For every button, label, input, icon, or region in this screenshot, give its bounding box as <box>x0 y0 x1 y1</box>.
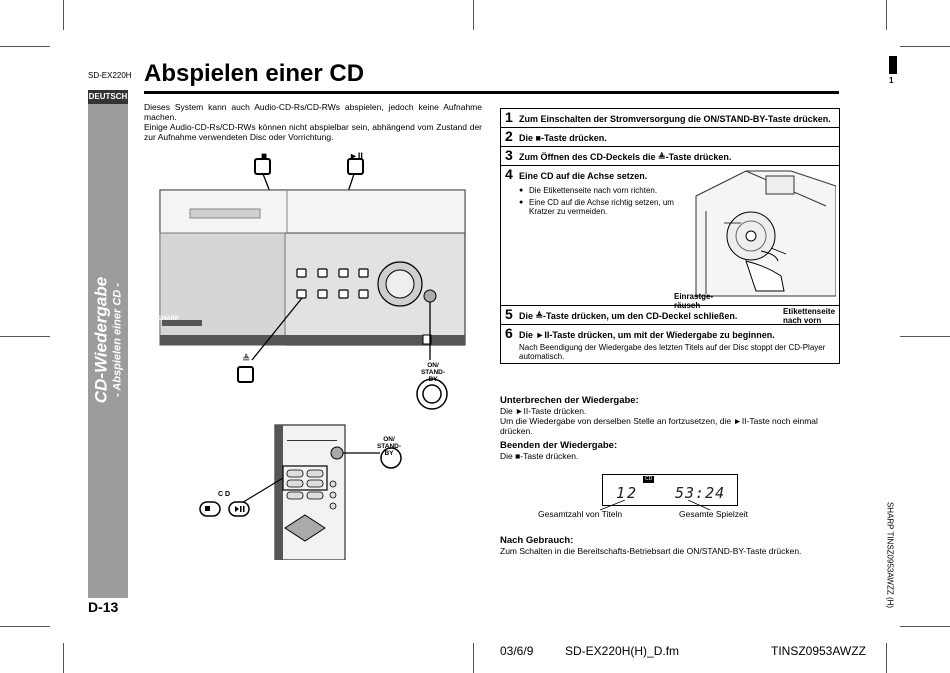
intro-text: Dieses System kann auch Audio-CD-Rs/CD-R… <box>144 102 482 142</box>
footer-code: TINSZ0953AWZZ <box>771 644 866 658</box>
after-use-section: Nach Gebrauch: Zum Schalten in die Berei… <box>500 535 840 556</box>
step-number: 5 <box>505 306 513 322</box>
standby-callout <box>416 302 448 410</box>
time-caption: Gesamte Spielzeit <box>679 509 748 519</box>
eject-callout <box>237 297 303 383</box>
side-bar <box>88 104 128 598</box>
pause-text-2: Um die Wiedergabe von derselben Stelle a… <box>500 416 818 436</box>
side-code: SHARP TINSZ0953AWZZ (H) <box>885 501 895 609</box>
step-number: 2 <box>505 128 513 144</box>
crop-mark <box>473 643 474 673</box>
crop-mark <box>886 643 887 673</box>
left-panel <box>159 232 286 346</box>
step-1: 1 Zum Einschalten der Stromversorgung di… <box>501 109 839 127</box>
side-title: CD-Wiedergabe - Abspielen einer CD - <box>92 190 125 490</box>
label-side-line-2: nach vorn <box>783 316 822 325</box>
crop-mark <box>0 46 50 47</box>
stop-symbol: ■ <box>261 151 268 162</box>
bullet-item: Die Etikettenseite nach vorn richten. <box>519 186 679 195</box>
tracks-caption: Gesamtzahl von Titeln <box>538 509 623 519</box>
step-number: 4 <box>505 166 513 182</box>
step-4-bullets: Die Etikettenseite nach vorn richten. Ei… <box>519 186 679 216</box>
crop-mark <box>0 336 50 337</box>
remote-illustration <box>199 424 402 560</box>
lcd-display <box>602 474 738 506</box>
step-text: Zum Öffnen des CD-Deckels die ≜-Taste dr… <box>519 152 732 162</box>
stop-heading: Beenden der Wiedergabe: <box>500 440 618 451</box>
play-symbol: ►II <box>349 151 363 161</box>
display-leaders <box>599 500 711 511</box>
step-6: 6 Die ►II-Taste drücken, um mit der Wied… <box>501 324 839 363</box>
standby-label: ON/ STAND-BY <box>418 362 448 383</box>
stop-text: Die ■-Taste drücken. <box>500 451 579 461</box>
display-window <box>189 208 261 219</box>
step-note: Nach Beendigung der Wiedergabe des letzt… <box>519 343 826 361</box>
step-text: Die ►II-Taste drücken, um mit der Wieder… <box>519 330 775 340</box>
crop-mark <box>63 643 64 673</box>
footer-date: 03/6/9 <box>500 644 534 658</box>
remote-standby-label-line-1: ON/ <box>383 436 395 443</box>
page-title: Abspielen einer CD <box>144 60 365 87</box>
side-title-main: CD-Wiedergabe <box>91 276 111 404</box>
language-tab: DEUTSCH <box>88 90 128 104</box>
main-unit-illustration <box>159 158 466 410</box>
cd-insert-illustration <box>695 170 836 297</box>
step-text: Die ≜-Taste drücken, um den CD-Deckel sc… <box>519 311 738 321</box>
standby-label-line-2: STAND-BY <box>420 369 446 383</box>
page-number: D-13 <box>88 599 119 615</box>
step-2: 2 Die ■-Taste drücken. <box>501 127 839 146</box>
step-text: Eine CD auf die Achse setzen. <box>519 171 648 181</box>
pause-section: Unterbrechen der Wiedergabe: Die ►II-Tas… <box>500 395 840 436</box>
corner-block <box>889 56 897 74</box>
remote-cd-label: C D <box>218 491 231 498</box>
step-number: 3 <box>505 147 513 163</box>
crop-mark <box>886 0 887 30</box>
jog-dial-center <box>385 269 415 299</box>
crop-mark <box>63 0 64 30</box>
label-side-caption: Etikettenseite nach vorn <box>783 307 835 325</box>
model-label: SD-EX220H <box>88 71 132 80</box>
step-text: Die ■-Taste drücken. <box>519 133 607 143</box>
crop-mark <box>900 626 950 627</box>
front-buttons <box>296 268 369 299</box>
bullet-item: Eine CD auf die Achse richtig setzen, um… <box>519 198 679 216</box>
after-text: Zum Schalten in die Bereitschafts-Betrie… <box>500 546 802 556</box>
corner-mark: 1 <box>889 76 894 85</box>
title-rule <box>144 91 839 94</box>
pause-heading: Unterbrechen der Wiedergabe: <box>500 395 639 406</box>
brand-label: SHARP <box>158 316 180 322</box>
intro-paragraph-1: Dieses System kann auch Audio-CD-Rs/CD-R… <box>144 102 482 122</box>
step-3: 3 Zum Öffnen des CD-Deckels die ≜-Taste … <box>501 146 839 165</box>
footer-file: SD-EX220H(H)_D.fm <box>565 644 680 658</box>
track-count: 12 <box>616 484 639 502</box>
crop-mark <box>900 336 950 337</box>
eject-symbol: ≜ <box>242 354 251 365</box>
step-text: Zum Einschalten der Stromversorgung die … <box>519 114 831 124</box>
label-side-line-1: Etikettenseite <box>783 307 836 316</box>
crop-mark <box>900 46 950 47</box>
standby-label-line-1: ON/ <box>427 362 439 369</box>
brand-badge <box>162 320 202 326</box>
remote-standby-label: ON/ STAND-BY <box>374 436 404 457</box>
play-time: 53:24 <box>675 484 726 502</box>
remote-standby-label-line-2: STAND-BY <box>376 443 402 457</box>
crop-mark <box>0 626 50 627</box>
pause-text-1: Die ►II-Taste drücken. <box>500 406 587 416</box>
stop-section: Beenden der Wiedergabe: Die ■-Taste drüc… <box>500 440 840 461</box>
steps-box: 1 Zum Einschalten der Stromversorgung di… <box>500 108 840 364</box>
cd-badge: CD <box>643 476 655 483</box>
step-number: 6 <box>505 325 513 341</box>
step-number: 1 <box>505 109 513 125</box>
step-5: 5 Die ≜-Taste drücken, um den CD-Deckel … <box>501 305 839 324</box>
unit-base <box>160 335 465 345</box>
side-subtitle: - Abspielen einer CD - <box>111 283 124 397</box>
intro-paragraph-2: Einige Audio-CD-Rs/CD-RWs können nicht a… <box>144 122 482 142</box>
remote-power-button <box>330 446 344 460</box>
power-button-unit <box>423 289 437 303</box>
after-heading: Nach Gebrauch: <box>500 535 574 546</box>
step-4: 4 Eine CD auf die Achse setzen. Die Etik… <box>501 165 839 325</box>
crop-mark <box>473 0 474 30</box>
snap-label-line-1: Einrastge- <box>674 292 714 301</box>
